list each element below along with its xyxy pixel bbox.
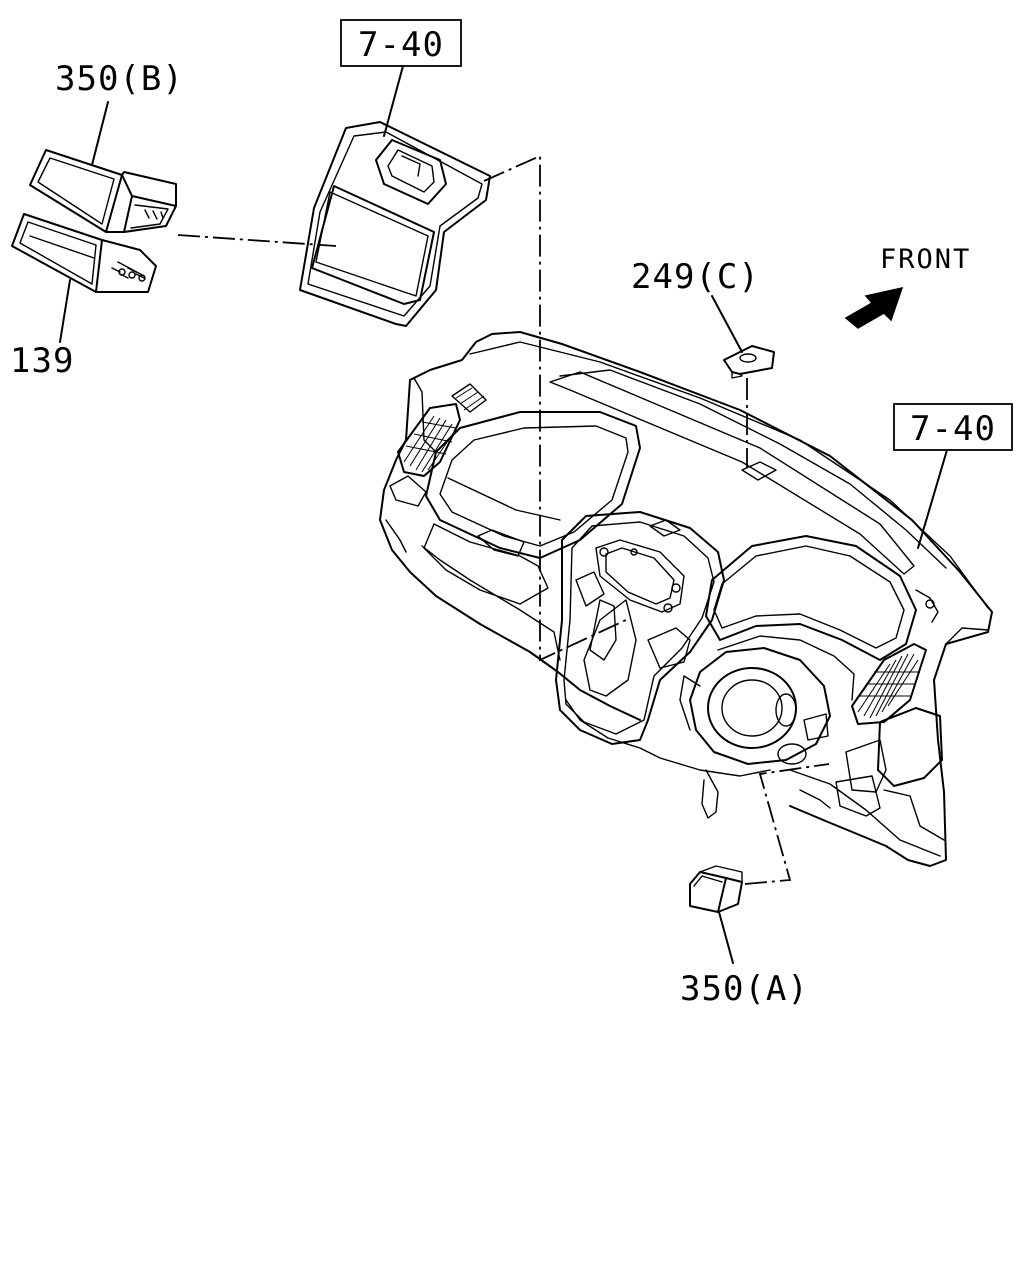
part-label-249c[interactable]: 249(C) bbox=[631, 257, 760, 297]
assembly-lines bbox=[177, 154, 830, 885]
ref-label-top: 7-40 bbox=[358, 25, 444, 65]
ref-label-right: 7-40 bbox=[910, 409, 996, 449]
part-label-350b[interactable]: 350(B) bbox=[55, 59, 184, 99]
center-panel-upper[interactable] bbox=[299, 121, 491, 327]
front-label: FRONT bbox=[880, 244, 971, 275]
arrow-front-icon bbox=[844, 286, 904, 329]
part-350a-switch[interactable] bbox=[689, 865, 743, 913]
instrument-panel-assembly[interactable] bbox=[379, 331, 993, 867]
part-350b-switch-bracket[interactable] bbox=[29, 149, 177, 233]
ref-box-right[interactable]: 7-40 bbox=[893, 403, 1013, 451]
part-249c-clip[interactable] bbox=[723, 345, 775, 379]
leader-lines bbox=[59, 65, 948, 964]
ref-box-top[interactable]: 7-40 bbox=[340, 19, 462, 67]
part-139-bracket[interactable] bbox=[11, 213, 157, 293]
part-label-350a[interactable]: 350(A) bbox=[680, 969, 809, 1009]
part-label-139[interactable]: 139 bbox=[10, 341, 74, 381]
